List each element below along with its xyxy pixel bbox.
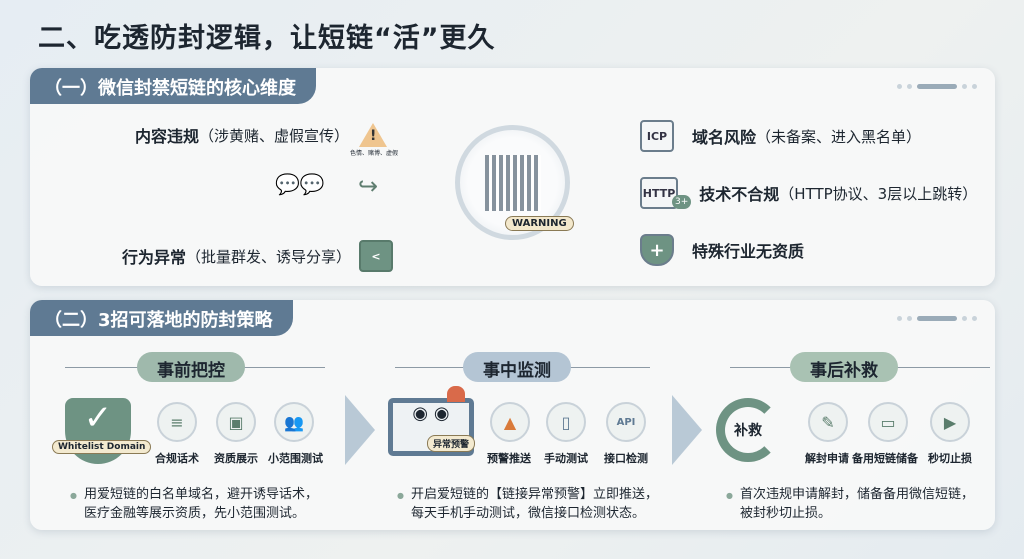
qr-code-icon [484,154,541,211]
strategy-before-desc: 用爱短链的白名单域名，避开诱导话术，医疗金融等展示资质，先小范围测试。 [70,485,318,523]
chat-bubbles-icon: 💬💬 [275,172,325,196]
warning-icon [359,123,388,147]
whitelist-badge: Whitelist Domain [52,440,152,454]
dimension-behavior: 行为异常（批量群发、诱导分享） < [122,240,394,272]
users-icon: 👥 [274,402,314,442]
strategy-after-title: 事后补救 [790,352,898,382]
icp-icon: ICP [640,120,674,152]
shield-check-icon: ✓ [65,398,131,464]
dimension-industry: + 特殊行业无资质 [640,234,804,266]
chat-icon: ≡ [157,402,197,442]
api-icon: API [606,402,646,442]
alarm-icon [447,386,465,402]
dimension-content: 内容违规（涉黄赌、虚假宣传） [135,123,388,147]
page-title: 二、吃透防封逻辑，让短链“活”更久 [38,23,496,54]
recovery-cycle-icon: 补救 [716,398,780,462]
decor-dots [897,316,977,321]
section1-heading: （一）微信封禁短链的核心维度 [30,68,316,104]
dimension-domain: ICP 域名风险（未备案、进入黑名单） [640,120,921,152]
strategy-after-desc: 首次违规申请解封，储备备用微信短链，被封秒切止损。 [726,485,974,523]
folder-icon: ▭ [868,402,908,442]
siren-icon: ▲ [490,402,530,442]
dimension-tech: HTTP 3+ 技术不合规（HTTP协议、3层以上跳转） [640,177,977,209]
certificate-icon: ▣ [216,402,256,442]
warning-subtext: 色情、赌博、虚假 [350,150,399,157]
section2-heading: （二）3招可落地的防封策略 [30,300,293,336]
alert-badge: 异常预警 [427,435,476,452]
warning-badge: WARNING [505,216,574,231]
decor-dots [897,84,977,89]
strategy-during-desc: 开启爱短链的【链接异常预警】立即推送，每天手机手动测试，微信接口检测状态。 [397,485,658,523]
strategy-during-title: 事中监测 [463,352,571,382]
shield-plus-icon: + [640,234,674,266]
share-icon: < [359,240,394,272]
phone-icon: ▯ [546,402,586,442]
play-icon: ▶ [930,402,970,442]
document-edit-icon: ✎ [808,402,848,442]
http-icon: HTTP [640,177,678,209]
strategy-before-title: 事前把控 [137,352,245,382]
share-arrow-icon: ↪ [358,172,379,200]
